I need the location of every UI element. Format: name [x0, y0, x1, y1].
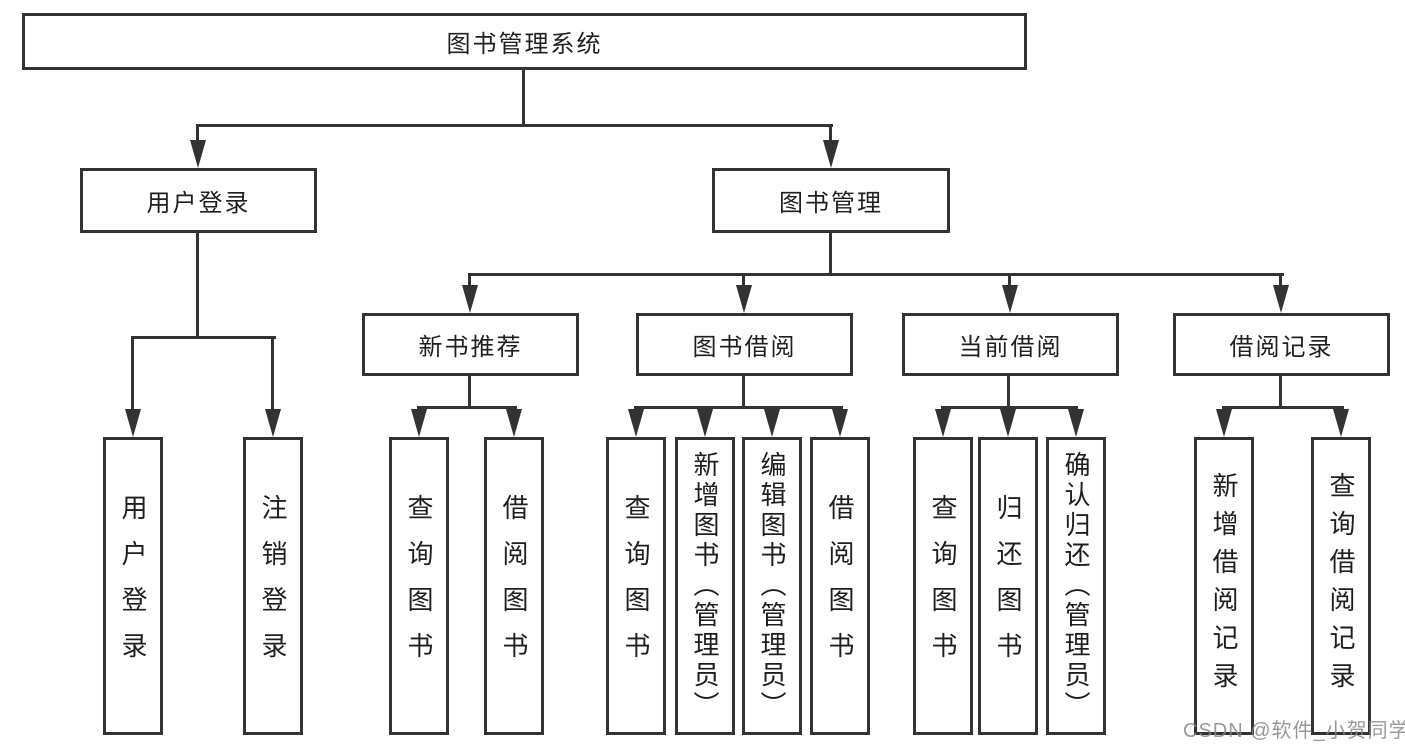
leaf-confirm-return: 确认归还（管理员）	[1046, 437, 1106, 735]
arrowhead-down-icon	[1000, 409, 1016, 437]
connector-line	[196, 233, 199, 338]
arrowhead-down-icon	[628, 409, 644, 437]
leaf-user-login-label: 用户登录	[118, 494, 148, 678]
connector-line	[131, 336, 134, 412]
arrowhead-down-icon	[823, 140, 839, 168]
connector-line	[742, 273, 745, 288]
arrowhead-down-icon	[764, 409, 780, 437]
leaf-query-record-label: 查询借阅记录	[1326, 472, 1356, 700]
leaf-return-book: 归还图书	[978, 437, 1038, 735]
leaf-query-book-b: 查询图书	[606, 437, 666, 735]
connector-line	[131, 336, 276, 339]
leaf-add-book: 新增图书（管理员）	[675, 437, 735, 735]
connector-line	[522, 70, 525, 127]
arrowhead-down-icon	[1273, 285, 1289, 313]
leaf-edit-book: 编辑图书（管理员）	[742, 437, 802, 735]
watermark: CSDN @软件_小贺同学	[1183, 720, 1405, 742]
leaf-query-record: 查询借阅记录	[1311, 437, 1371, 735]
arrowhead-down-icon	[1216, 409, 1232, 437]
node-root-label: 图书管理系统	[446, 31, 603, 58]
node-user-login-label: 用户登录	[146, 190, 251, 217]
leaf-query-book-c: 查询图书	[913, 437, 973, 735]
leaf-borrow-book-a-label: 借阅图书	[499, 494, 529, 678]
node-user-login: 用户登录	[80, 168, 317, 233]
node-book-borrow-label: 图书借阅	[692, 334, 797, 361]
connector-line	[468, 273, 471, 288]
connector-line	[196, 124, 199, 142]
connector-line	[941, 406, 1078, 409]
leaf-edit-book-label: 编辑图书（管理员）	[757, 451, 787, 721]
leaf-confirm-return-label: 确认归还（管理员）	[1061, 451, 1091, 721]
arrowhead-down-icon	[462, 285, 478, 313]
arrowhead-down-icon	[935, 409, 951, 437]
leaf-add-record: 新增借阅记录	[1194, 437, 1254, 735]
leaf-add-record-label: 新增借阅记录	[1209, 472, 1239, 700]
connector-line	[742, 376, 745, 408]
leaf-query-book-c-label: 查询图书	[928, 494, 958, 678]
leaf-borrow-book-b: 借阅图书	[810, 437, 870, 735]
connector-line	[1007, 376, 1010, 408]
connector-line	[634, 406, 843, 409]
arrowhead-down-icon	[697, 409, 713, 437]
arrowhead-down-icon	[411, 409, 427, 437]
leaf-logout: 注销登录	[243, 437, 303, 735]
node-current-borrow: 当前借阅	[902, 313, 1119, 376]
arrowhead-down-icon	[506, 409, 522, 437]
leaf-borrow-book-a: 借阅图书	[484, 437, 544, 735]
node-book-mgmt: 图书管理	[712, 168, 950, 233]
node-new-book-rec: 新书推荐	[362, 313, 579, 376]
connector-line	[196, 124, 833, 127]
connector-line	[1279, 273, 1282, 288]
node-borrow-record-label: 借阅记录	[1229, 334, 1334, 361]
connector-line	[1279, 376, 1282, 408]
node-root: 图书管理系统	[22, 13, 1027, 70]
node-new-book-rec-label: 新书推荐	[418, 334, 523, 361]
connector-line	[417, 406, 517, 409]
node-borrow-record: 借阅记录	[1173, 313, 1390, 376]
arrowhead-down-icon	[125, 409, 141, 437]
leaf-user-login: 用户登录	[103, 437, 163, 735]
connector-line	[271, 336, 274, 412]
arrowhead-down-icon	[190, 140, 206, 168]
leaf-query-book-a: 查询图书	[389, 437, 449, 735]
connector-line	[829, 124, 832, 142]
node-book-mgmt-label: 图书管理	[779, 190, 883, 217]
leaf-return-book-label: 归还图书	[993, 494, 1023, 678]
leaf-add-book-label: 新增图书（管理员）	[690, 451, 720, 721]
connector-line	[1008, 273, 1011, 288]
arrowhead-down-icon	[1068, 409, 1084, 437]
leaf-query-book-a-label: 查询图书	[404, 494, 434, 678]
arrowhead-down-icon	[736, 285, 752, 313]
arrowhead-down-icon	[1002, 285, 1018, 313]
leaf-borrow-book-b-label: 借阅图书	[825, 494, 855, 678]
arrowhead-down-icon	[265, 409, 281, 437]
leaf-query-book-b-label: 查询图书	[621, 494, 651, 678]
node-current-borrow-label: 当前借阅	[958, 334, 1063, 361]
connector-line	[468, 376, 471, 408]
leaf-logout-label: 注销登录	[258, 494, 288, 678]
connector-line	[829, 233, 832, 275]
connector-line	[1222, 406, 1344, 409]
node-book-borrow: 图书借阅	[636, 313, 853, 376]
arrowhead-down-icon	[1333, 409, 1349, 437]
connector-line	[468, 273, 1284, 276]
arrowhead-down-icon	[832, 409, 848, 437]
